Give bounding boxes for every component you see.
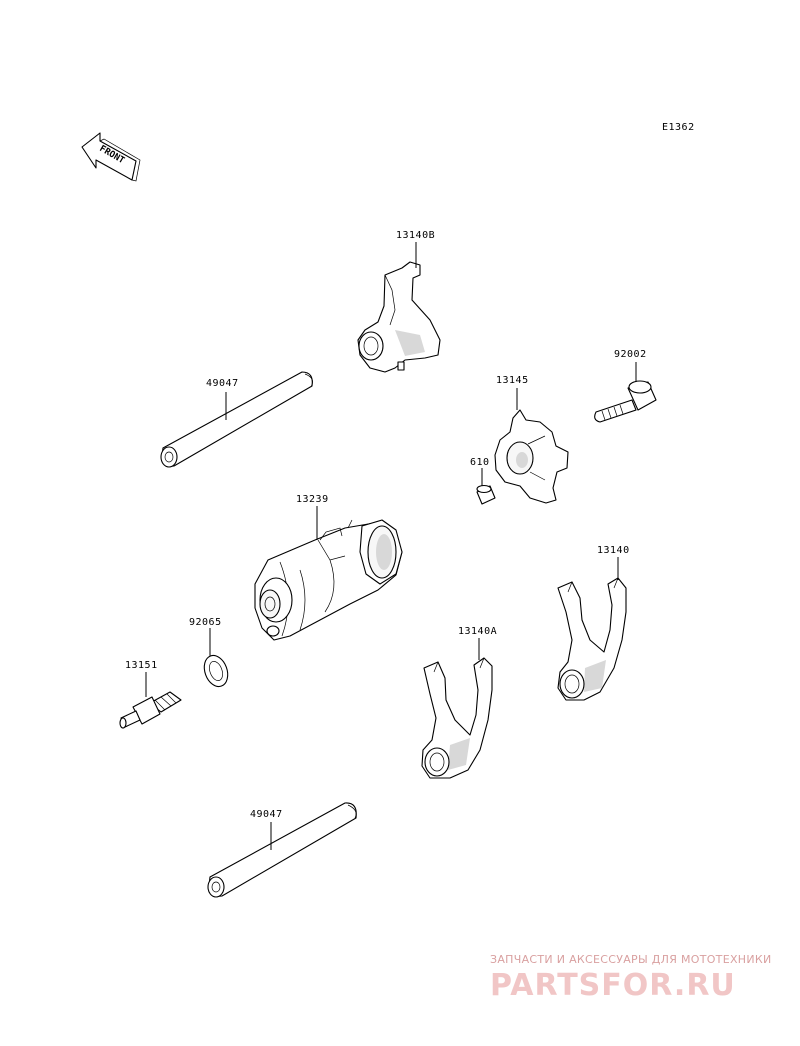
shift-fork-b-part (357, 261, 441, 373)
callout-drum-operating: 13145 (496, 375, 529, 386)
pin-part (476, 484, 496, 505)
callout-shaft-upper: 49047 (206, 378, 239, 389)
shift-drum-part (254, 519, 403, 641)
callout-bolt: 92002 (614, 349, 647, 360)
callout-pin: 610 (470, 457, 490, 468)
shaft-lower-part (207, 802, 357, 898)
diagram-code: E1362 (662, 122, 695, 133)
bolt-part (594, 380, 657, 423)
callout-switch: 13151 (125, 660, 158, 671)
shaft-upper-part (160, 371, 313, 468)
callout-washer: 92065 (189, 617, 222, 628)
watermark-logo: PARTSFOR.RU (490, 968, 736, 1003)
front-arrow-icon: FRONT (81, 132, 141, 182)
callout-shift-drum: 13239 (296, 494, 329, 505)
drum-operating-part (494, 409, 569, 504)
shift-fork-part (557, 577, 627, 701)
switch-part (119, 691, 182, 729)
callout-shift-fork-b: 13140B (396, 230, 435, 241)
callout-shift-fork-a: 13140A (458, 626, 497, 637)
callout-shaft-lower: 49047 (250, 809, 283, 820)
washer-part (203, 654, 229, 688)
shift-fork-a-part (421, 657, 493, 779)
callout-shift-fork: 13140 (597, 545, 630, 556)
watermark-tagline: ЗАПЧАСТИ И АКСЕССУАРЫ ДЛЯ МОТОТЕХНИКИ (490, 953, 772, 966)
